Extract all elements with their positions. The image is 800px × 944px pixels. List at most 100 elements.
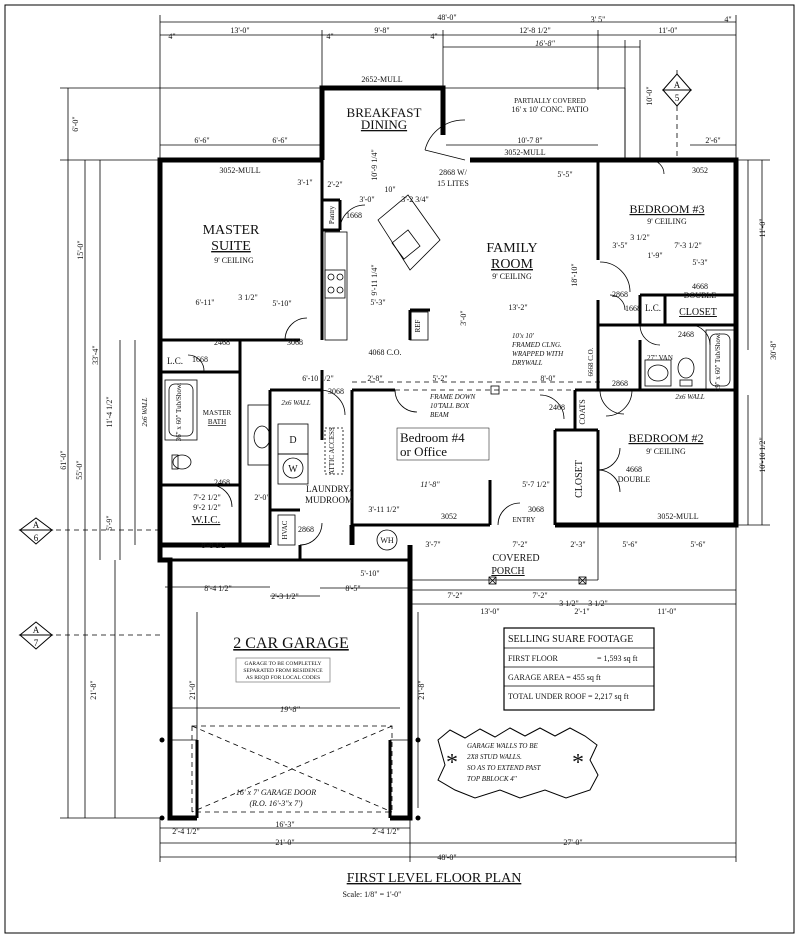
coats-label: COATS	[578, 399, 587, 424]
dim-v-21-8: 21'-8"	[89, 680, 98, 699]
dim-5-5: 5'-5"	[557, 170, 572, 179]
stud-note-1: GARAGE WALLS TO BE	[467, 742, 538, 750]
cased-opening-label: 4068 C.O.	[368, 348, 401, 357]
stud-note-3: SO AS TO EXTEND PAST	[467, 764, 542, 772]
dim-21-0: 21'-0"	[275, 838, 294, 847]
dim-top-4d: 4"	[724, 15, 731, 24]
dim-9-2: 9'-2 1/2"	[193, 503, 221, 512]
dim-5-3b: 5'-3"	[370, 298, 385, 307]
dim-v-5-9: 5'-9"	[105, 515, 114, 530]
dim-10: 10"	[384, 185, 395, 194]
footage-title: SELLING SUARE FOOTAGE	[508, 634, 633, 645]
dryer-label: D	[289, 435, 296, 446]
dim-6-10: 6'-10 1/2"	[302, 374, 334, 383]
sheet-border	[4, 4, 795, 934]
bath2-wall-label: 2x6 WALL	[675, 393, 704, 401]
dim-6-11: 6'-11"	[195, 298, 214, 307]
dim-top-16-8: 16'-8"	[535, 39, 555, 48]
dim-top-4c: 4"	[430, 32, 437, 41]
footage-total: TOTAL UNDER ROOF = 2,217 sq ft	[508, 692, 629, 701]
cased-note-1: 10'x 10'	[512, 332, 534, 340]
dim-8-5: 8'-5"	[345, 584, 360, 593]
dim-11-8: 11'-8"	[420, 480, 440, 489]
footage-first-value: = 1,593 sq ft	[597, 654, 638, 663]
garage-sep-note-1: GARAGE TO BE COMPLETELY	[244, 661, 321, 667]
dim-top-4a: 4"	[168, 32, 175, 41]
garage-door-label-2: (R.O. 16'-3"x 7')	[250, 799, 303, 808]
garage-door-small-label: 2868	[298, 525, 314, 534]
bed3-lc-door-label: 1668	[625, 304, 641, 313]
dim-3-0b: 3'-0"	[359, 195, 374, 204]
frame-note-1: FRAME DOWN	[429, 393, 476, 401]
dim-3-11: 3'-11 1/2"	[368, 505, 399, 514]
garage-door-label-1: 16' x 7' GARAGE DOOR	[236, 788, 316, 797]
entry-label: ENTRY	[513, 516, 536, 524]
dim-2-3b: 2'-3"	[570, 540, 585, 549]
breakfast-label: BREAKFAST	[347, 105, 422, 120]
room-label: ROOM	[491, 257, 534, 272]
covered-porch-label: COVERED	[492, 553, 539, 564]
coats-door-label: 2468	[549, 403, 565, 412]
dim-8-8: 8'-8 1/2"	[201, 541, 229, 550]
mull-dining-label: 3052-MULL	[504, 148, 545, 157]
dim-5-10b: 5'-10"	[360, 569, 379, 578]
stud-note-4: TOP BBLOCK 4"	[467, 775, 517, 783]
room-labels: BREAKFAST DINING MASTER SUITE 9' CEILING…	[167, 97, 717, 652]
master-door-label: 3068	[287, 338, 303, 347]
hall-cased-opening-label: 6668 C.O.	[587, 347, 595, 376]
section-a6-letter: A	[33, 520, 40, 530]
stud-note-asterisk-left: *	[446, 750, 458, 776]
beam-posts	[352, 381, 600, 395]
dim-7-2b: 7'-2"	[512, 540, 527, 549]
dim-3-12a: 3 1/2"	[238, 293, 258, 302]
dim-2-3: 2'-3 1/2"	[271, 592, 299, 601]
pantry-label: Pantry	[328, 205, 336, 224]
cased-note-4: DRYWALL	[511, 359, 543, 367]
hvac-label: HVAC	[281, 520, 289, 539]
door-swings	[187, 119, 711, 546]
bath-label: BATH	[208, 418, 226, 426]
bath-fixtures	[164, 329, 735, 470]
bed2-window-label: 3052-MULL	[657, 512, 698, 521]
bath-door-label: 2468	[214, 338, 230, 347]
cased-note-3: WRAPPED WITH	[512, 350, 564, 358]
bed3-closet-door-label: 4668	[692, 282, 708, 291]
dim-2-6: 2'-6"	[705, 136, 720, 145]
patio	[442, 87, 626, 160]
dim-v-6-0: 6'-0"	[71, 116, 80, 131]
dim-v-55-0: 55'-0"	[75, 460, 84, 479]
dim-2-2: 2'-2"	[327, 180, 342, 189]
ref-label: REF	[414, 319, 422, 332]
bed3-closet-label: CLOSET	[679, 307, 717, 318]
washer-box	[277, 453, 309, 485]
bed2-closet-label: CLOSET	[574, 460, 585, 498]
dim-7-2d: 7'-2"	[532, 591, 547, 600]
dim-v-11-4: 11'-4 1/2"	[105, 396, 114, 427]
dim-13-2: 13'-2"	[508, 303, 527, 312]
master-ceiling: 9' CEILING	[214, 256, 254, 265]
dim-2-0: 2'-0"	[254, 493, 269, 502]
section-a5-letter: A	[674, 80, 681, 90]
wic-door-label: 2468	[214, 478, 230, 487]
wic-label: W.I.C.	[192, 514, 221, 526]
dim-v-9-11: 9'-11 1/4"	[370, 264, 379, 295]
dim-5-7: 5'-7 1/2"	[522, 480, 550, 489]
dim-5-6b: 5'-6"	[690, 540, 705, 549]
bedroom3-ceiling: 9' CEILING	[647, 217, 687, 226]
dim-top-4b: 4"	[326, 32, 333, 41]
dim-7-2c: 7'-2"	[447, 591, 462, 600]
master-linen-closet-label: L.C.	[167, 356, 183, 366]
dim-6-6b: 6'-6"	[272, 136, 287, 145]
dim-5-6a: 5'-6"	[622, 540, 637, 549]
dim-v-3-0: 3'-0"	[459, 310, 468, 325]
bed4-window-label: 3052	[441, 512, 457, 521]
dim-19-8: 19'-8"	[280, 705, 300, 714]
master-label: MASTER	[203, 223, 260, 238]
suite-label: SUITE	[211, 239, 251, 254]
bedroom2-ceiling: 9' CEILING	[646, 447, 686, 456]
master-bath-wall-label: 2x6 WALL	[141, 397, 149, 426]
bed3-linen-closet-label: L.C.	[645, 303, 661, 313]
dim-v-10-9: 10'-9 1/4"	[370, 149, 379, 181]
